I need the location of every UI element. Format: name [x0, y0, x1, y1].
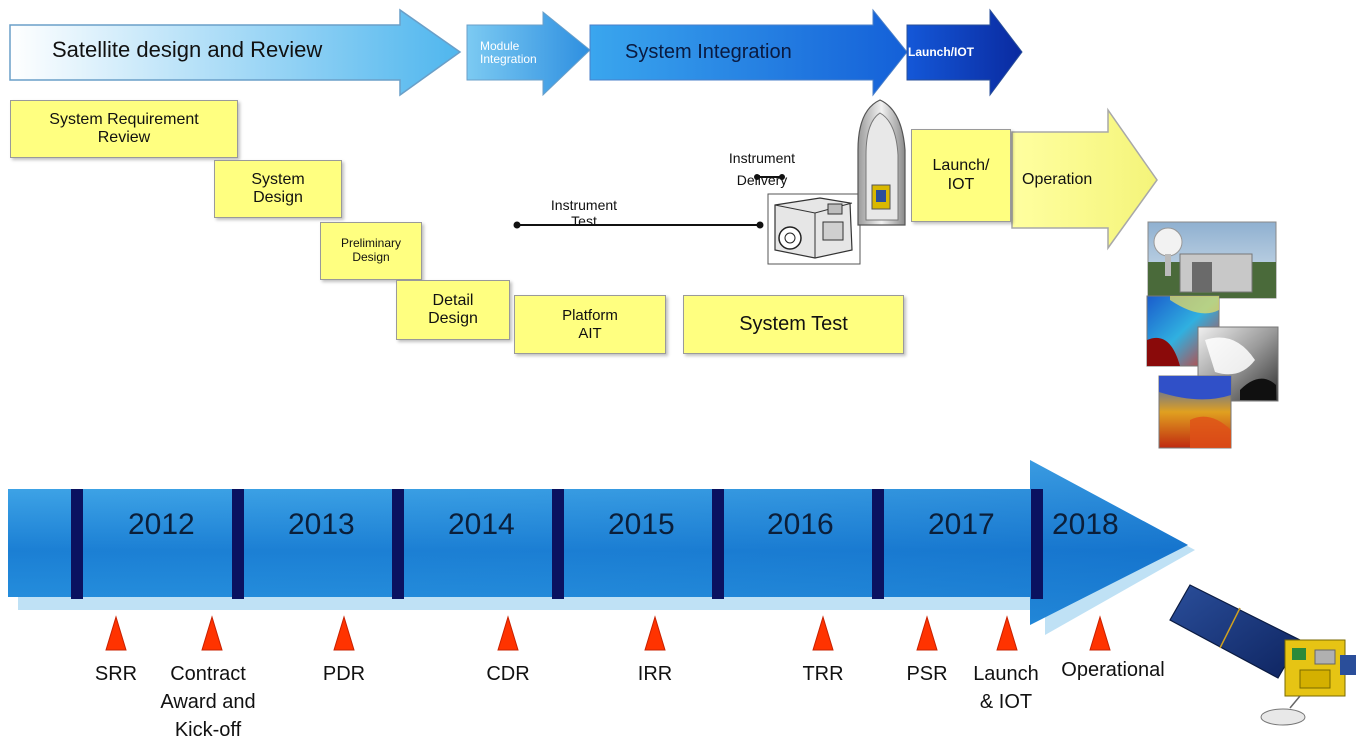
year-label-2018: 2018	[1052, 508, 1119, 541]
task-detail-design: Detail Design	[396, 280, 510, 340]
milestone-marker-srr	[105, 615, 127, 651]
phase-arrow-design	[9, 8, 462, 97]
year-label-2014: 2014	[448, 508, 515, 541]
phase-arrow-module	[466, 10, 591, 97]
milestone-marker-cdr	[497, 615, 519, 651]
year-label-2013: 2013	[288, 508, 355, 541]
cloud-image	[1197, 326, 1279, 402]
milestone-marker-launch	[996, 615, 1018, 651]
task-system-requirement-review: System Requirement Review	[10, 100, 238, 158]
timeline-dividers	[71, 489, 1043, 599]
phase-label-module-integration: Module Integration	[480, 38, 537, 66]
sea-temperature-image	[1158, 375, 1232, 449]
milestone-label-srr: SRR	[94, 663, 138, 685]
satellite-illustration	[1169, 584, 1356, 726]
milestone-label-pdr: PDR	[322, 663, 366, 685]
phase-label-launch-iot: Launch/IOT	[908, 44, 974, 59]
instrument-delivery-label: Instrument Delivery	[728, 150, 796, 189]
phase-label-system-integration: System Integration	[625, 41, 792, 63]
milestone-label-operational: Operational	[1061, 659, 1165, 681]
milestone-label-contract: Contract Award and Kick-off	[160, 663, 256, 741]
milestone-marker-contract	[201, 615, 223, 651]
year-label-2012: 2012	[128, 508, 195, 541]
milestone-marker-psr	[916, 615, 938, 651]
instrument-illustration	[767, 193, 861, 265]
year-label-2017: 2017	[928, 508, 995, 541]
milestone-markers	[105, 615, 1111, 651]
task-system-design: System Design	[214, 160, 342, 218]
milestone-marker-trr	[812, 615, 834, 651]
milestone-marker-irr	[644, 615, 666, 651]
ground-station-image	[1147, 221, 1277, 299]
milestone-label-launch-iot: Launch & IOT	[973, 663, 1039, 713]
milestone-label-psr: PSR	[906, 663, 948, 685]
year-label-2016: 2016	[767, 508, 834, 541]
phase-arrow-integration	[589, 8, 908, 97]
milestone-label-irr: IRR	[637, 663, 673, 685]
instrument-test-label: Instrument Test	[550, 197, 618, 230]
rocket-fairing-illustration	[857, 99, 906, 226]
operation-arrow	[1011, 107, 1158, 251]
milestone-marker-pdr	[333, 615, 355, 651]
milestone-label-cdr: CDR	[486, 663, 530, 685]
milestone-marker-operational	[1089, 615, 1111, 651]
year-label-2015: 2015	[608, 508, 675, 541]
timeline-arrow	[8, 460, 1195, 635]
task-operation: Operation	[1022, 171, 1093, 189]
task-platform-ait: Platform AIT	[514, 295, 666, 354]
task-system-test: System Test	[683, 295, 904, 354]
task-launch-iot: Launch/ IOT	[911, 129, 1011, 222]
task-preliminary-design: Preliminary Design	[320, 222, 422, 280]
phase-arrow-launch	[906, 8, 1023, 97]
milestone-label-trr: TRR	[802, 663, 844, 685]
phase-label-design: Satellite design and Review	[52, 36, 323, 62]
